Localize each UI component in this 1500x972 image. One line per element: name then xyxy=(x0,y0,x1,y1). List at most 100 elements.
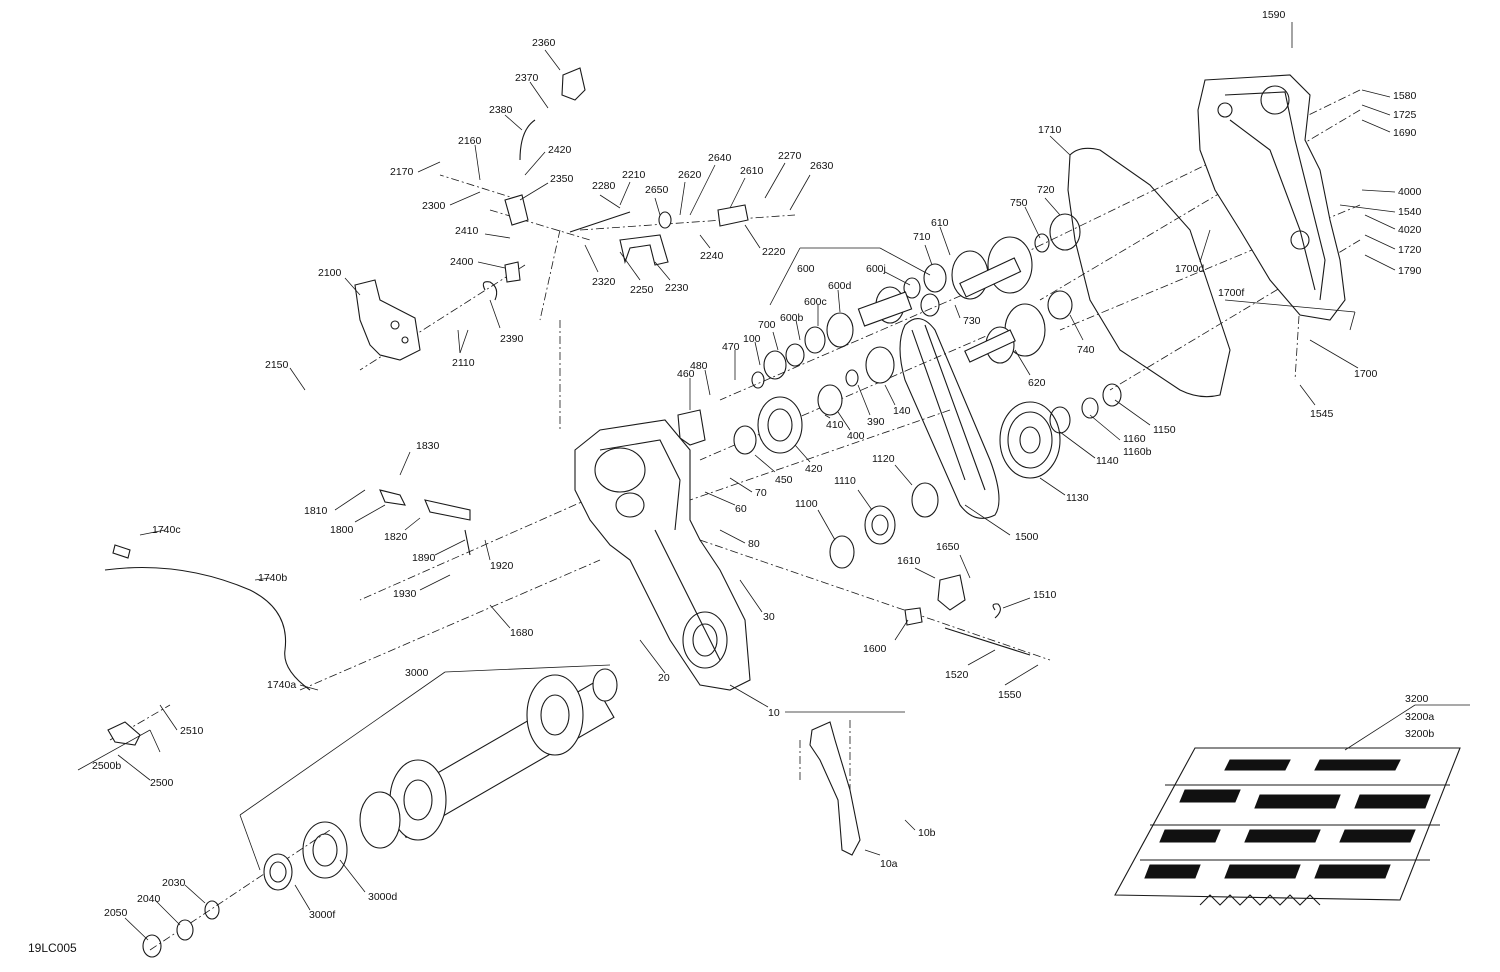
callout-1790: 1790 xyxy=(1398,265,1422,277)
callout-30: 30 xyxy=(763,611,775,623)
link-rod-part xyxy=(569,211,631,233)
callout-1600: 1600 xyxy=(863,643,887,655)
tensioner-1610-part xyxy=(937,574,966,611)
callout-410: 410 xyxy=(826,419,844,431)
callout-1890: 1890 xyxy=(412,552,436,564)
callout-2370: 2370 xyxy=(515,72,539,84)
callout-10b: 10b xyxy=(918,827,936,839)
pivot-1600-part xyxy=(904,607,923,626)
callout-600: 600 xyxy=(797,263,815,275)
callout-1140: 1140 xyxy=(1096,455,1119,467)
callout-2350: 2350 xyxy=(550,173,574,185)
callout-2250: 2250 xyxy=(630,284,654,296)
callout-1130: 1130 xyxy=(1066,492,1089,504)
callout-390: 390 xyxy=(867,416,885,428)
lever-2380-part xyxy=(519,119,536,161)
callout-70: 70 xyxy=(755,487,767,499)
plate-2610-part xyxy=(717,204,749,227)
callout-420: 420 xyxy=(805,463,823,475)
callout-620: 620 xyxy=(1028,377,1046,389)
ring-2030-part xyxy=(204,900,220,920)
ball-joint-2400-part xyxy=(504,261,521,283)
bracket-2500-part xyxy=(107,721,141,746)
bearing-part xyxy=(920,293,940,317)
link-1820-part xyxy=(424,499,471,521)
callout-710: 710 xyxy=(913,231,931,243)
fork-2230-part xyxy=(619,234,669,266)
seal-3000f-part xyxy=(263,853,293,891)
fitting-1740c-part xyxy=(112,544,131,559)
ring-part xyxy=(845,369,859,387)
bracket-2100-part xyxy=(354,279,421,361)
clip-1510-part xyxy=(992,603,1001,619)
gasket-part xyxy=(1067,147,1231,398)
callout-2390: 2390 xyxy=(500,333,524,345)
callout-2640: 2640 xyxy=(708,152,732,164)
bearing-1110-part xyxy=(864,505,896,545)
callout-2040: 2040 xyxy=(137,893,161,905)
callout-1120: 1120 xyxy=(872,453,895,465)
leader-lines xyxy=(77,22,1470,941)
seal-1100-part xyxy=(829,535,855,569)
right-cover-part xyxy=(1197,74,1346,321)
bearing-part xyxy=(1047,290,1073,320)
bearing-part xyxy=(1081,397,1099,419)
callout-20: 20 xyxy=(658,672,670,684)
callout-1930: 1930 xyxy=(393,588,417,600)
callout-2150: 2150 xyxy=(265,359,289,371)
callout-1830: 1830 xyxy=(416,440,440,452)
callout-1690: 1690 xyxy=(1393,127,1417,139)
callout-1680: 1680 xyxy=(510,627,534,639)
callout-1700f: 1700f xyxy=(1218,287,1244,299)
callout-1700: 1700 xyxy=(1354,368,1378,380)
callout-1610: 1610 xyxy=(897,555,921,567)
callout-3200b: 3200b xyxy=(1405,728,1434,740)
callout-2400: 2400 xyxy=(450,256,474,268)
callout-2300: 2300 xyxy=(422,200,446,212)
callout-1920: 1920 xyxy=(490,560,514,572)
ring-2050-part xyxy=(142,934,162,958)
bearing-part xyxy=(923,263,947,293)
drive-chain-part xyxy=(899,318,1000,519)
callout-600d: 600d xyxy=(828,280,852,292)
callout-720: 720 xyxy=(1037,184,1055,196)
callout-2030: 2030 xyxy=(162,877,186,889)
callout-450: 450 xyxy=(775,474,793,486)
callout-2230: 2230 xyxy=(665,282,689,294)
callout-1520: 1520 xyxy=(945,669,969,681)
callout-1500: 1500 xyxy=(1015,531,1039,543)
callout-10a: 10a xyxy=(880,858,898,870)
plate-3000d-part xyxy=(302,821,348,879)
callout-740: 740 xyxy=(1077,344,1095,356)
callout-610: 610 xyxy=(931,217,949,229)
callout-2620: 2620 xyxy=(678,169,702,181)
callout-60: 60 xyxy=(735,503,747,515)
callout-1800: 1800 xyxy=(330,524,354,536)
gear-420-part xyxy=(757,396,803,454)
ring-part xyxy=(903,277,921,299)
callout-700: 700 xyxy=(758,319,776,331)
gear-2620-part xyxy=(658,211,672,229)
callout-2610: 2610 xyxy=(740,165,764,177)
callout-1160: 1160 xyxy=(1123,433,1146,445)
input-shaft-part xyxy=(751,286,913,389)
callout-1110: 1110 xyxy=(834,475,856,487)
callout-1545: 1545 xyxy=(1310,408,1334,420)
callout-1720: 1720 xyxy=(1398,244,1422,256)
callout-1700d: 1700d xyxy=(1175,263,1204,275)
callout-3200: 3200 xyxy=(1405,693,1429,705)
callout-80: 80 xyxy=(748,538,760,550)
callout-2110: 2110 xyxy=(452,357,475,369)
callout-460: 460 xyxy=(677,368,695,380)
drive-shaft-3000-part xyxy=(359,668,618,849)
rod-1520-part xyxy=(944,627,1031,656)
callout-2320: 2320 xyxy=(592,276,616,288)
bracket-2350-part xyxy=(504,194,529,226)
track-3200-part xyxy=(1114,747,1461,906)
callout-2170: 2170 xyxy=(390,166,414,178)
callout-4000: 4000 xyxy=(1398,186,1422,198)
main-case-part xyxy=(574,419,751,691)
callout-1820: 1820 xyxy=(384,531,408,543)
knob-2360-part xyxy=(561,67,586,101)
